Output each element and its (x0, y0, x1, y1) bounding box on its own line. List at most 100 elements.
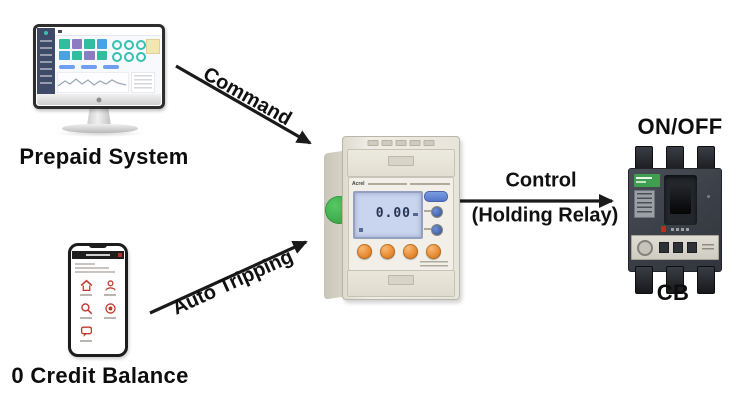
breaker-rating-label (634, 190, 655, 218)
dashboard-sidebar (37, 28, 55, 94)
meter-brand: Acrel (352, 180, 365, 187)
breaker-terminal (635, 266, 653, 294)
cb-label: CB (656, 280, 690, 305)
home-icon (80, 279, 92, 292)
tab-pill (59, 65, 75, 69)
app-item-label (80, 317, 92, 319)
meter-led-label (424, 228, 431, 230)
app-menu-item (104, 279, 117, 296)
chat-icon (80, 326, 92, 337)
meter-relay-led (431, 224, 443, 236)
search-icon (80, 303, 92, 315)
app-item-label (80, 340, 92, 342)
phone-app-header (72, 251, 124, 259)
dashboard-gauges (112, 40, 146, 62)
monitor-frame (33, 24, 165, 109)
meter-lcd-unit (413, 213, 418, 216)
prepaid-energy-meter: Acrel 0.00 (322, 136, 462, 302)
app-item-label (80, 294, 92, 296)
phone-app-grid (74, 279, 122, 342)
meter-faceplate: Acrel 0.00 (348, 177, 454, 271)
gauge-ring (124, 40, 134, 50)
dashboard-list-panel (131, 72, 155, 93)
control-arrow-label-line1: Control (505, 169, 577, 192)
onoff-label: ON/OFF (637, 114, 723, 139)
stat-tile (84, 50, 95, 60)
zero-credit-phone (68, 243, 128, 357)
meter-body: Acrel 0.00 (342, 136, 460, 300)
gauge-ring (136, 52, 146, 62)
gauge-ring (112, 52, 122, 62)
monitor-shadow (55, 130, 145, 137)
breaker-adjust-dial (637, 240, 653, 256)
dashboard-tab-pills (59, 65, 119, 69)
stat-tile (59, 39, 70, 49)
app-item-label (104, 294, 116, 296)
meter-buttons (357, 244, 441, 259)
stat-tile (96, 39, 107, 49)
stat-tile (71, 39, 82, 49)
breaker-test-dot (707, 195, 710, 198)
app-menu-item (80, 325, 93, 342)
breaker-trip-unit (631, 235, 719, 260)
breaker-setting-windows (659, 242, 697, 253)
meter-rating-text (420, 261, 448, 267)
meter-comm-port (424, 191, 448, 202)
breaker-terminal (666, 266, 684, 294)
meter-vent-slots (367, 140, 435, 146)
command-arrow (175, 64, 312, 145)
breaker-toggle-recess (664, 175, 697, 225)
meter-lcd: 0.00 (353, 191, 423, 239)
meter-button (403, 244, 418, 259)
meter-button (357, 244, 372, 259)
meter-button (426, 244, 441, 259)
meter-button (380, 244, 395, 259)
breaker-toggle-handle (670, 186, 691, 214)
auto-tripping-arrow (149, 240, 308, 315)
phone-notch (89, 245, 107, 248)
gauge-ring (112, 40, 122, 50)
dashboard-stat-tiles (59, 39, 107, 60)
trend-line (57, 78, 127, 87)
monitor-stand-neck (87, 106, 111, 126)
circuit-breaker (628, 146, 722, 294)
prepaid-system-computer (33, 24, 165, 137)
monitor-stand-base (62, 124, 138, 133)
tab-pill (103, 65, 119, 69)
meter-lcd-cursor (359, 228, 363, 232)
stat-tile (71, 50, 82, 60)
app-menu-item (80, 302, 93, 319)
breaker-trip-indicator (661, 226, 666, 232)
meter-pulse-led (431, 206, 443, 218)
breaker-brand-label (634, 174, 660, 187)
record-icon (104, 303, 116, 314)
meter-bottom-terminal-cover (347, 270, 455, 297)
meter-lcd-value: 0.00 (375, 206, 411, 221)
zero-credit-label: 0 Credit Balance (11, 363, 189, 388)
app-item-label (104, 317, 116, 319)
monitor-chin (37, 94, 161, 105)
breaker-body (628, 168, 722, 272)
dashboard-line-chart (57, 72, 129, 93)
breaker-terminal (697, 266, 715, 294)
meter-model-text (410, 183, 451, 185)
dashboard-notice-panel (146, 39, 160, 54)
meter-model-text (367, 183, 408, 185)
app-menu-item (80, 279, 93, 296)
breaker-text-marks (671, 228, 691, 231)
dashboard-screen (37, 28, 161, 94)
dashboard-topbar (55, 28, 161, 36)
stat-tile (59, 50, 70, 60)
gauge-ring (124, 52, 134, 62)
meter-brand-row: Acrel (352, 180, 451, 188)
monitor-logo-dot (96, 97, 102, 102)
meter-top-terminal-cover (347, 149, 455, 177)
stat-tile (84, 39, 95, 49)
breaker-strip-text (702, 244, 714, 250)
phone-text-lines (75, 263, 119, 275)
app-menu-item (104, 302, 117, 319)
tab-pill (81, 65, 97, 69)
meter-led-label (424, 210, 431, 212)
